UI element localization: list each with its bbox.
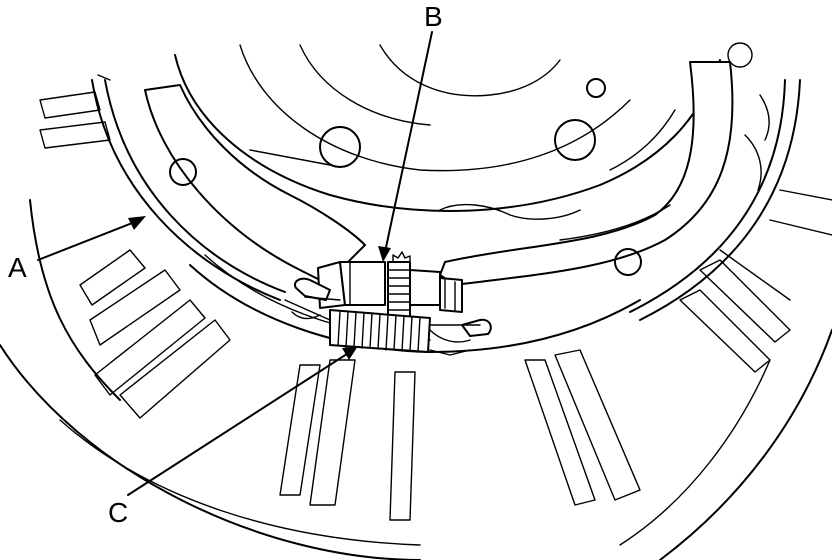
callout-label-a: A xyxy=(8,252,27,283)
star-wheel xyxy=(387,251,411,318)
hub-hole-top xyxy=(727,42,753,68)
leader-arrow-c xyxy=(342,346,358,360)
callout-label-b: B xyxy=(424,1,443,32)
hub xyxy=(174,42,753,220)
brake-shoe xyxy=(91,74,801,321)
stud-hole-right xyxy=(554,119,596,161)
small-hole xyxy=(586,78,606,98)
left-shoe-web xyxy=(144,84,366,281)
callout-leaders xyxy=(37,31,433,496)
backing-plate-ribs xyxy=(39,91,791,521)
adjuster-assembly xyxy=(294,251,492,337)
adjuster-spring xyxy=(291,309,471,356)
callout-label-c: C xyxy=(108,497,128,528)
leader-line-b xyxy=(384,31,433,253)
leader-line-a xyxy=(37,219,141,261)
leader-arrow-a xyxy=(128,216,146,230)
leader-line-c xyxy=(127,351,351,496)
shoe-hole-right xyxy=(614,248,642,276)
leader-arrow-b xyxy=(378,246,391,262)
shoe-hole-left xyxy=(169,158,197,186)
stud-hole-left xyxy=(319,126,361,168)
backing-plate xyxy=(0,189,832,560)
